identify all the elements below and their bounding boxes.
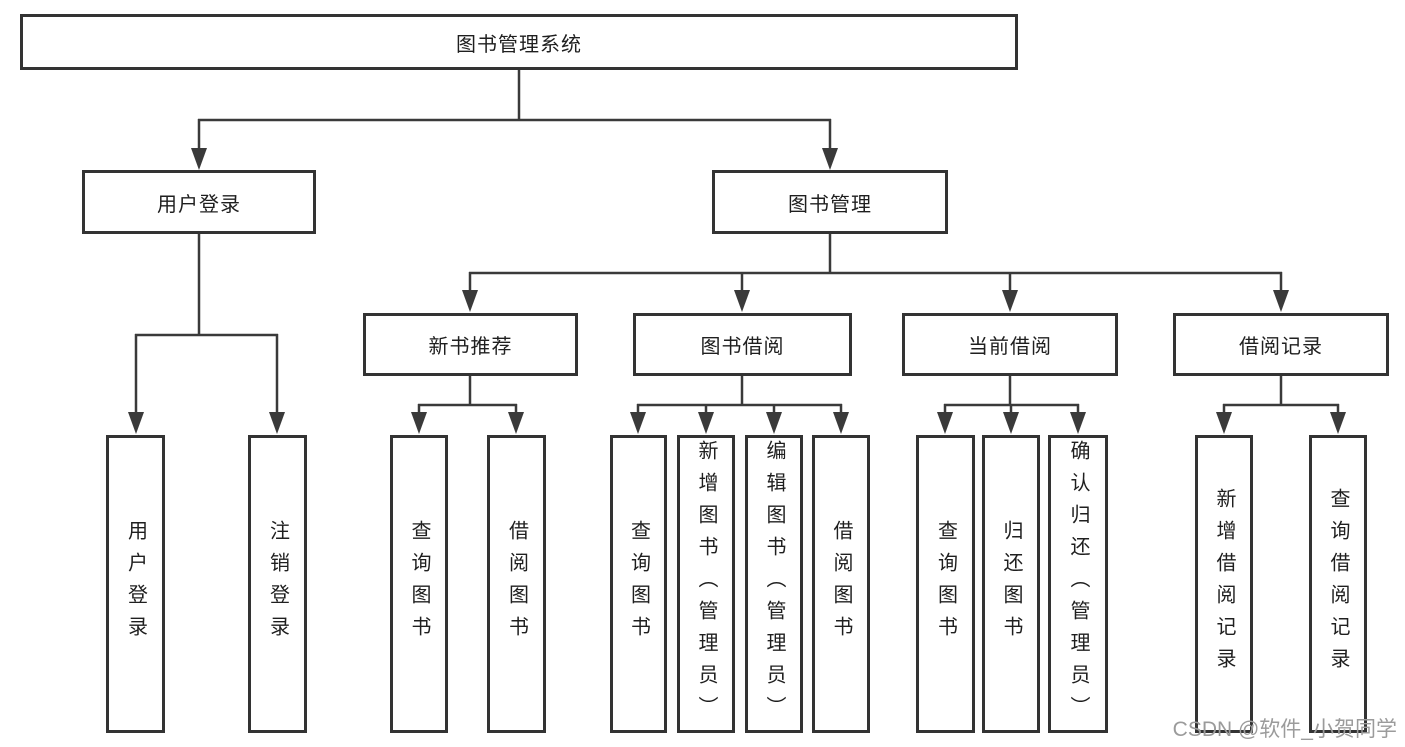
node-label: 查询图书 [408, 520, 430, 648]
node-label: 确认归还（管理员） [1067, 440, 1089, 728]
node-book-management: 图书管理 [712, 170, 948, 234]
leaf-query-books-current: 查询图书 [916, 435, 975, 733]
connector-arrowheads [128, 148, 1346, 434]
leaf-confirm-return-admin: 确认归还（管理员） [1048, 435, 1108, 733]
node-label: 编辑图书（管理员） [763, 440, 785, 728]
leaf-query-books-borrowing: 查询图书 [610, 435, 667, 733]
leaf-borrow-books-recommendation: 借阅图书 [487, 435, 546, 733]
node-label: 归还图书 [1000, 520, 1022, 648]
node-label: 查询图书 [627, 520, 650, 648]
node-label: 查询图书 [934, 520, 957, 648]
node-label: 新增借阅记录 [1213, 488, 1235, 680]
watermark: CSDN @软件_小贺同学 [1172, 718, 1397, 741]
node-borrowing-records: 借阅记录 [1173, 313, 1389, 376]
leaf-return-books: 归还图书 [982, 435, 1040, 733]
node-label: 用户登录 [124, 520, 147, 648]
node-label: 借阅图书 [505, 520, 528, 648]
node-new-book-recommendation: 新书推荐 [363, 313, 578, 376]
node-library-management-system: 图书管理系统 [20, 14, 1018, 70]
node-label: 新书推荐 [428, 336, 513, 358]
node-user-login: 用户登录 [82, 170, 316, 234]
leaf-borrow-books: 借阅图书 [812, 435, 870, 733]
leaf-add-borrow-record: 新增借阅记录 [1195, 435, 1253, 733]
node-label: 图书借阅 [700, 336, 785, 358]
leaf-query-books-recommendation: 查询图书 [390, 435, 448, 733]
leaf-query-borrow-record: 查询借阅记录 [1309, 435, 1367, 733]
node-label: 借阅图书 [830, 520, 852, 648]
leaf-add-books-admin: 新增图书（管理员） [677, 435, 735, 733]
node-label: 借阅记录 [1239, 336, 1323, 358]
node-label: 图书管理 [788, 193, 872, 216]
node-label: 图书管理系统 [456, 33, 582, 56]
node-label: 查询借阅记录 [1327, 488, 1349, 680]
node-current-borrowing: 当前借阅 [902, 313, 1118, 376]
leaf-logout: 注销登录 [248, 435, 307, 733]
node-book-borrowing: 图书借阅 [633, 313, 852, 376]
node-label: 新增图书（管理员） [695, 440, 717, 728]
leaf-edit-books-admin: 编辑图书（管理员） [745, 435, 803, 733]
node-label: 当前借阅 [968, 336, 1052, 358]
node-label: 注销登录 [266, 520, 289, 648]
node-label: 用户登录 [157, 193, 241, 216]
leaf-user-login: 用户登录 [106, 435, 165, 733]
